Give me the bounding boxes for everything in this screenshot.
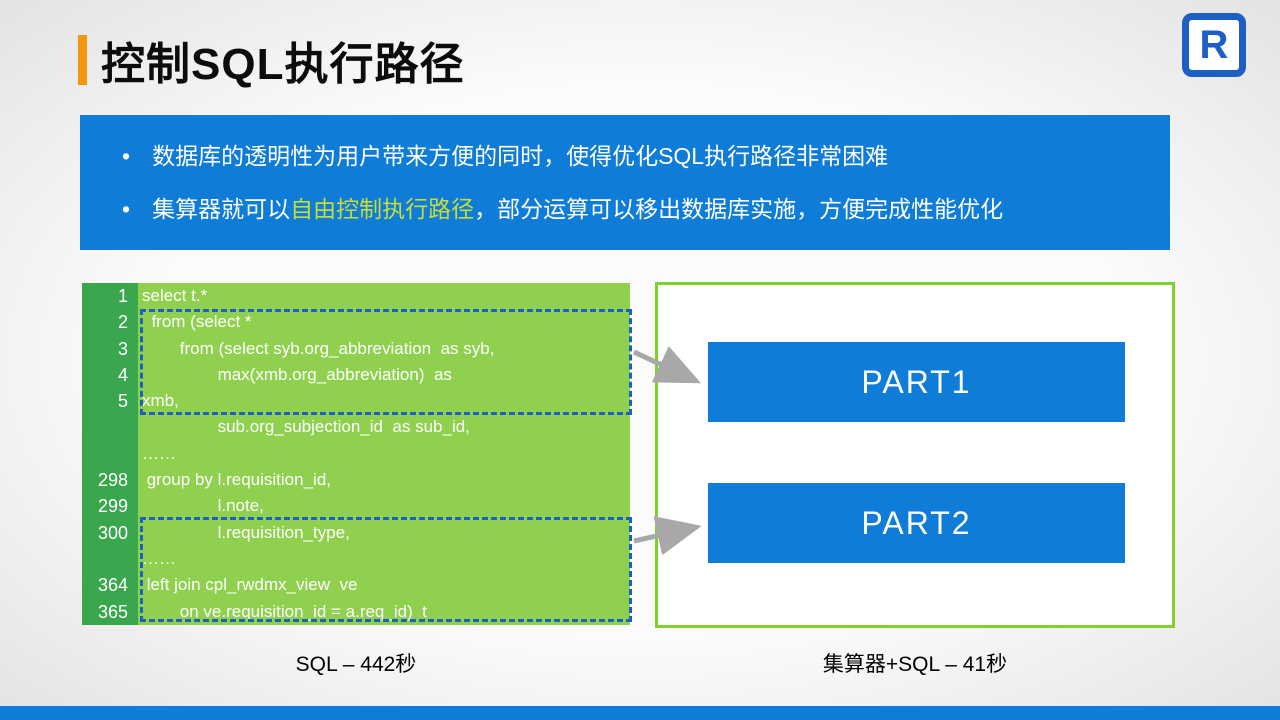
code-line: from (select *: [142, 312, 252, 332]
caption-sql-time: SQL – 442秒: [295, 653, 417, 676]
sql-code-block: 1 2 3 4 5 298 299 300 364 365 select t.*…: [82, 283, 630, 625]
bullet-item: • 集算器就可以自由控制执行路径，部分运算可以移出数据库实施，方便完成性能优化: [122, 194, 1170, 225]
intro-banner: • 数据库的透明性为用户带来方便的同时，使得优化SQL执行路径非常困难 • 集算…: [80, 115, 1170, 250]
code-highlight-box-1: [140, 309, 632, 415]
bullet-text-post: ，部分运算可以移出数据库实施，方便完成性能优化: [474, 196, 1004, 223]
caption-esproc-time: 集算器+SQL – 41秒: [822, 653, 1008, 676]
bullet-text: 数据库的透明性为用户带来方便的同时，使得优化SQL执行路径非常困难: [152, 141, 888, 172]
code-line: from (select syb.org_abbreviation as syb…: [142, 338, 495, 358]
line-number: 5: [117, 391, 128, 412]
result-panel: PART1 PART2: [655, 282, 1175, 628]
code-column: select t.* from (select * from (select s…: [138, 283, 630, 625]
line-number: 3: [117, 338, 128, 359]
code-line: max(xmb.org_abbreviation) as: [142, 364, 452, 384]
line-number: 299: [97, 496, 128, 517]
code-line: l.note,: [142, 496, 264, 516]
line-number: 2: [117, 312, 128, 333]
bullet-item: • 数据库的透明性为用户带来方便的同时，使得优化SQL执行路径非常困难: [122, 141, 1170, 172]
line-number: 365: [97, 601, 128, 622]
line-number: [82, 414, 128, 440]
part2-box: PART2: [708, 483, 1125, 563]
line-number: 1: [117, 286, 128, 306]
code-line: sub.org_subjection_id as sub_id,: [142, 417, 470, 437]
logo-letter: R: [1199, 23, 1229, 67]
bullet-text: 集算器就可以自由控制执行路径，部分运算可以移出数据库实施，方便完成性能优化: [152, 194, 1003, 225]
title-block: 控制SQL执行路径: [78, 28, 464, 92]
line-number: 298: [97, 470, 128, 491]
line-number: [82, 441, 128, 467]
bullet-text-pre: 数据库的透明性为用户带来方便的同时，使得优化SQL执行路径非常困难: [152, 143, 889, 169]
title-accent-bar: [78, 35, 87, 85]
brand-logo: R: [1182, 13, 1246, 77]
line-number: 364: [97, 575, 128, 596]
bullet-text-pre: 集算器就可以: [152, 196, 291, 223]
code-line: select t.*: [142, 286, 208, 305]
code-line: left join cpl_rwdmx_view ve: [142, 575, 358, 595]
code-highlight-box-2: [140, 517, 632, 622]
code-line: l.requisition_type,: [142, 522, 350, 542]
line-number: 4: [117, 364, 128, 385]
code-line: xmb,: [142, 391, 179, 411]
line-number: [82, 546, 128, 572]
page-title: 控制SQL执行路径: [101, 40, 465, 89]
code-line: on ve.requisition_id = a.req_id) t: [142, 601, 427, 621]
bullet-icon: •: [122, 143, 131, 169]
line-number-column: 1 2 3 4 5 298 299 300 364 365: [82, 283, 138, 625]
code-line: ……: [142, 548, 176, 568]
part1-box: PART1: [708, 342, 1125, 422]
bullet-text-highlight: 自由控制执行路径: [290, 196, 475, 223]
code-line: group by l.requisition_id,: [142, 470, 332, 490]
line-number: 300: [97, 522, 128, 543]
bottom-accent-bar: [0, 706, 1280, 720]
code-line: ……: [142, 443, 176, 463]
bullet-icon: •: [122, 196, 131, 223]
